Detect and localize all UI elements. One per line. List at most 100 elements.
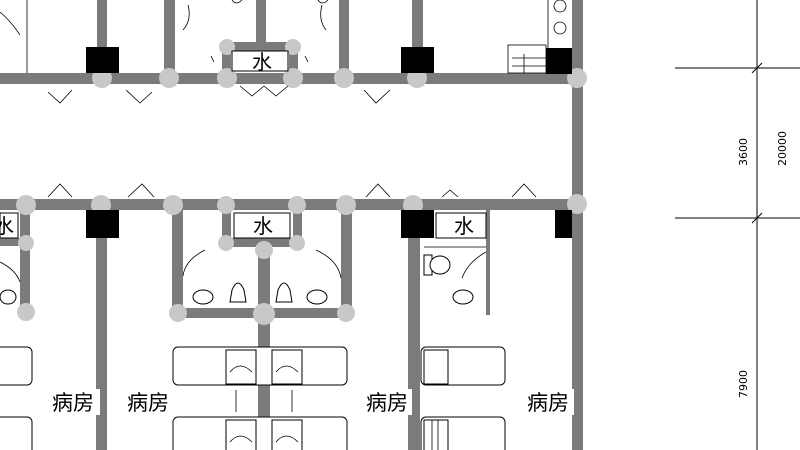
toilet-icon (317, 0, 329, 4)
bed-detail (229, 435, 253, 443)
top-wash-wall-top (222, 42, 298, 51)
column (86, 210, 119, 238)
top-partition-5 (412, 0, 423, 80)
bottom-partition-5 (408, 205, 420, 450)
bedside-cabinet (225, 349, 257, 385)
door-arc (461, 251, 487, 279)
wall-node (18, 235, 34, 251)
wall-node (283, 68, 303, 88)
water-label-top: 水 (252, 50, 272, 74)
tick (304, 55, 309, 63)
column (546, 48, 572, 74)
mid-wash-wall-right (293, 205, 302, 247)
column (401, 210, 434, 238)
bedside-cabinet (423, 349, 449, 385)
water-sign-box (435, 212, 487, 239)
wall-node (567, 194, 587, 214)
door-arc (0, 261, 21, 283)
bed-detail (275, 365, 299, 373)
toilet-icon (229, 282, 247, 303)
bottom-partition-2 (172, 205, 183, 317)
top-partition-2 (164, 0, 175, 80)
dim-corridor-width: 3600 (737, 138, 750, 166)
bottom-partition-4 (341, 205, 352, 317)
wall-node (336, 195, 356, 215)
door-arc (315, 249, 342, 279)
label-mask (366, 389, 412, 415)
toilet-icon (231, 0, 243, 4)
top-partition-3 (256, 0, 266, 50)
dim-tick (751, 212, 763, 224)
wall-node (17, 303, 35, 321)
left-wash-wall (0, 238, 30, 246)
bedside-cabinet (423, 419, 449, 450)
top-partition-1 (97, 0, 107, 80)
bottom-partition-left (20, 205, 30, 315)
sink-icon (553, 0, 567, 13)
water-label-left-partial: 水 (0, 214, 14, 238)
water-sign-box (231, 50, 289, 72)
wall-node (217, 68, 237, 88)
dim-tick (751, 62, 763, 74)
water-label-mid-right: 水 (454, 214, 474, 238)
tick (210, 55, 215, 63)
wall-node (159, 68, 179, 88)
water-sign-box (233, 212, 291, 239)
dimension-lines: 3600 20000 7900 (675, 0, 800, 450)
column (86, 47, 119, 73)
sink-icon (553, 21, 567, 35)
column (401, 47, 434, 73)
door-arc (0, 11, 21, 36)
door-swing (363, 89, 391, 104)
wall-node (169, 304, 187, 322)
top-right-fixtures (507, 0, 567, 74)
ward-label-4: 病房 (527, 391, 569, 415)
ward-label-1: 病房 (52, 391, 94, 415)
label-mask (126, 389, 176, 415)
bed (172, 346, 348, 386)
wall-node (289, 235, 305, 251)
door-swing (365, 183, 391, 198)
water-label-mid-left: 水 (253, 214, 273, 238)
door-swings (0, 0, 537, 283)
wall-node (219, 39, 235, 55)
sink-icon (192, 289, 214, 305)
shower-tray (507, 44, 547, 74)
sink-icon (306, 289, 328, 305)
door-swing (263, 85, 289, 97)
door-swing (125, 89, 153, 104)
dim-ward-depth: 7900 (737, 370, 750, 398)
wall-node (218, 235, 234, 251)
top-wash-wall-left (222, 42, 231, 80)
east-exterior-wall (572, 0, 583, 450)
wall-node (255, 241, 273, 259)
bed (172, 416, 348, 450)
top-partition-4 (339, 0, 349, 80)
door-swing (47, 89, 73, 104)
door-swing (441, 189, 459, 198)
bedside-cabinet (225, 419, 257, 450)
water-sign-box (0, 212, 19, 239)
mid-washrooms: 水 水 水 (0, 212, 487, 305)
wall-node (288, 196, 306, 214)
toilet-icon (429, 255, 451, 275)
bedside-cabinet (271, 419, 303, 450)
wall-node (334, 68, 354, 88)
door-swing (239, 85, 265, 97)
wall-node (163, 195, 183, 215)
bed (0, 346, 33, 386)
wall-node (337, 304, 355, 322)
door-arc (320, 4, 327, 31)
ward-label-3: 病房 (366, 391, 408, 415)
sink-icon (0, 289, 17, 305)
door-swing (511, 183, 537, 198)
dim-total-span: 20000 (776, 131, 789, 166)
door-swing (127, 183, 155, 198)
toilet-icon (275, 282, 293, 303)
bed (0, 416, 33, 450)
bedside-cabinet (271, 349, 303, 385)
room-labels: 病房 病房 病房 病房 (52, 389, 574, 415)
bed-detail (229, 365, 253, 373)
door-swing (47, 183, 73, 198)
